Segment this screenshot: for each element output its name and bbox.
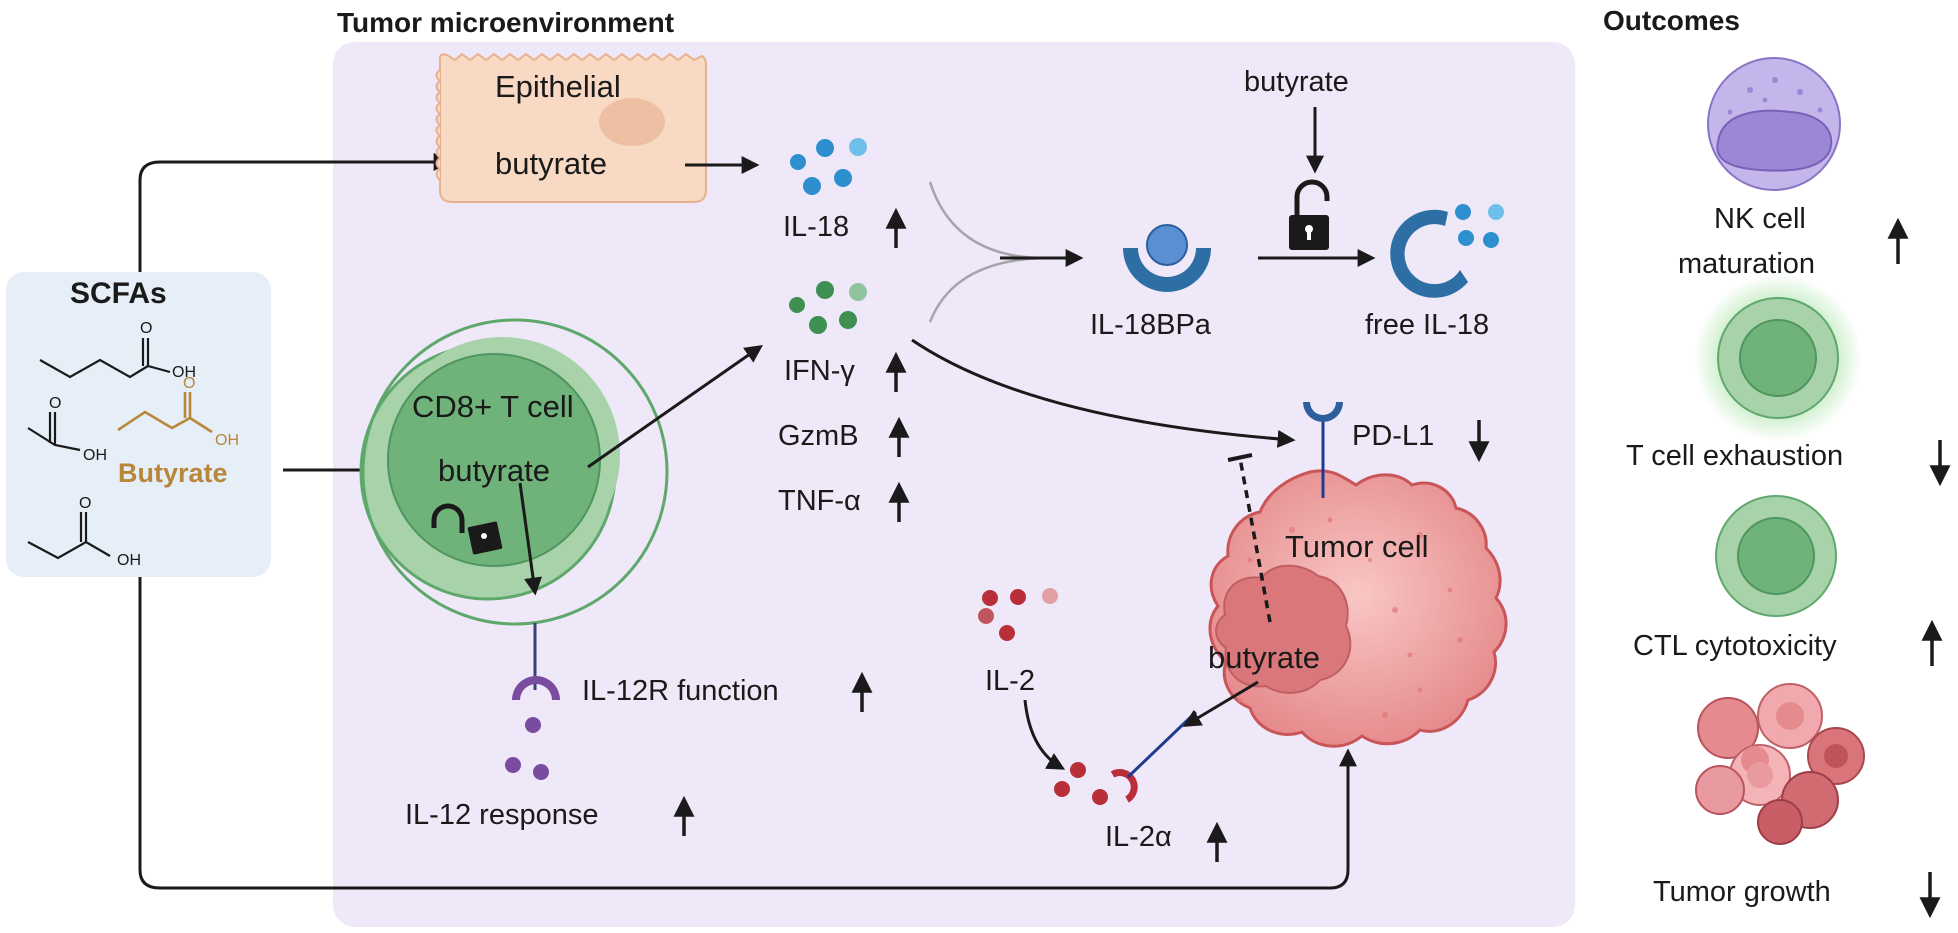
scfa-to-tumor-arrow (138, 577, 1357, 890)
il2-bound-dots (1054, 762, 1108, 805)
t-cell-outer-ring (361, 318, 669, 626)
molecule-valerate (39, 338, 171, 379)
pdl1-label: PD-L1 (1352, 420, 1434, 452)
il18bpa-icon (1123, 224, 1211, 292)
outcome-exhaustion-label: T cell exhaustion (1626, 440, 1843, 472)
ifng-to-pdl1-arrow (911, 338, 1296, 448)
nk-cell-icon (1707, 57, 1841, 191)
propionate-o: O (79, 495, 91, 512)
il18bpa-label: IL-18BPa (1090, 309, 1212, 341)
outcome-nk-line1: NK cell (1714, 203, 1806, 235)
butyrate-oh: OH (215, 432, 239, 449)
ifng-dots (789, 281, 867, 334)
scfa-to-epithelial-arrow (138, 153, 452, 272)
tumor-title: Tumor cell (1285, 529, 1429, 564)
il2-label: IL-2 (985, 665, 1035, 697)
valerate-o: O (140, 320, 152, 337)
cd8-t-cell (359, 337, 620, 601)
il12-dots (505, 717, 549, 780)
propionate-oh: OH (117, 552, 141, 569)
outcomes-title: Outcomes (1603, 5, 1740, 36)
tumor-butyrate-to-il2a-arrow (1182, 680, 1259, 727)
epithelial-cell (435, 52, 707, 203)
ifng-label: IFN-γ (784, 355, 855, 387)
molecule-propionate (27, 512, 111, 560)
outcome-nk-line2: maturation (1678, 248, 1815, 280)
tme-title: Tumor microenvironment (337, 7, 674, 38)
acetate-oh: OH (83, 447, 107, 464)
cd8-title: CD8+ T cell (412, 389, 574, 424)
scfa-panel (6, 272, 271, 577)
outcome-tumor-growth-label: Tumor growth (1653, 876, 1831, 908)
butyrate-top-label: butyrate (1244, 66, 1349, 98)
ctl-cell-nucleus (1737, 517, 1815, 595)
acetate-o: O (49, 395, 61, 412)
il2-dots (978, 588, 1058, 641)
epithelial-butyrate: butyrate (495, 146, 607, 181)
scfa-title: SCFAs (70, 277, 167, 310)
il12r-icon (512, 676, 560, 700)
free-il18-label: free IL-18 (1365, 309, 1489, 341)
molecule-butyrate (117, 392, 213, 434)
il12-label: IL-12 response (405, 799, 598, 831)
tcell-lock-icon (431, 503, 503, 555)
tumor-speckles (1237, 517, 1463, 718)
epithelial-title: Epithelial (495, 69, 621, 104)
il18-label: IL-18 (783, 211, 849, 243)
valerate-oh: OH (172, 364, 196, 381)
cd8-butyrate: butyrate (438, 453, 550, 488)
il12r-label: IL-12R function (582, 675, 779, 707)
tcell-to-il12r-arrow (518, 482, 542, 596)
tcell-to-ifng-arrow (587, 344, 763, 469)
molecule-acetate (27, 412, 81, 452)
il2a-label: IL-2α (1105, 821, 1172, 853)
il18-dots (790, 138, 867, 195)
butyrate-label: Butyrate (118, 458, 228, 488)
tumor-nucleus (1215, 564, 1352, 694)
pdl1-inhibit-bar (1227, 453, 1253, 462)
t-cell-exhaustion-nucleus (1739, 319, 1817, 397)
pdl1-icon (1303, 402, 1343, 422)
tumor-growth-icon (1695, 683, 1865, 845)
tumor-butyrate: butyrate (1208, 640, 1320, 675)
il2a-receptor-icon (1110, 769, 1138, 803)
gzmb-label: GzmB (778, 420, 859, 452)
tnfa-label: TNF-α (778, 485, 861, 517)
il2-to-receptor-arrow (1023, 699, 1066, 770)
free-il18-icon (1390, 204, 1504, 298)
unlocked-lock-icon (1289, 179, 1330, 250)
outcome-ctl-label: CTL cytotoxicity (1633, 630, 1837, 662)
butyrate-o: O (183, 375, 195, 392)
